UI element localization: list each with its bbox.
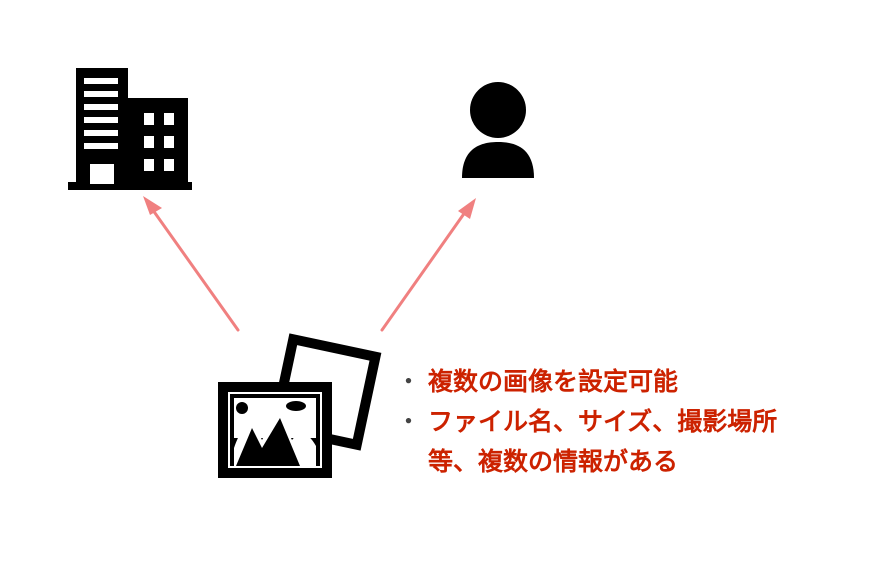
bullet-mark: ・ [396,407,422,436]
arrow-to-building [143,196,240,332]
note-item-multiple-images: ・ 複数の画像を設定可能 [396,362,777,402]
building-icon [68,68,192,190]
notes-list: ・ 複数の画像を設定可能 ・ ファイル名、サイズ、撮影場所 等、複数の情報がある [396,362,777,482]
note-text-file-info: ファイル名、サイズ、撮影場所 等、複数の情報がある [428,407,778,476]
note-text-multiple-images: 複数の画像を設定可能 [428,367,679,396]
person-icon [462,82,534,178]
arrow-to-person [380,198,476,332]
note-item-file-info: ・ ファイル名、サイズ、撮影場所 等、複数の情報がある [396,402,777,482]
images-icon [218,333,382,478]
bullet-mark: ・ [396,367,422,396]
